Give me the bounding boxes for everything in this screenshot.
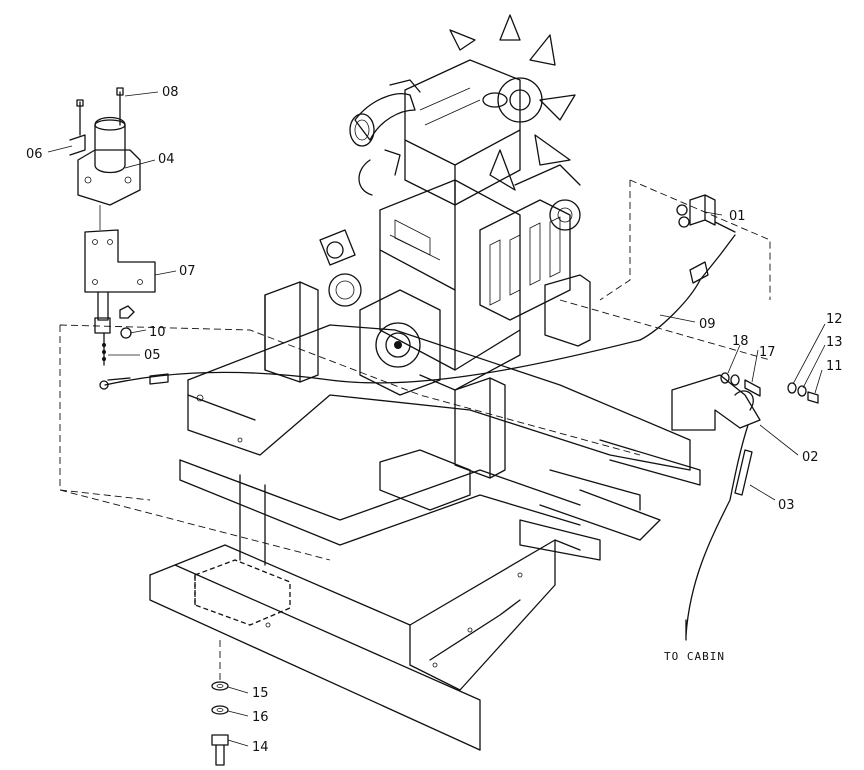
to-cabin-note: TO CABIN [664, 650, 725, 663]
part-label-08: 08 [162, 85, 179, 100]
chassis-frame [59, 179, 771, 751]
part-label-10: 10 [149, 325, 166, 340]
part-labels: 01 02 03 04 05 06 07 08 09 10 11 12 13 1… [26, 85, 843, 755]
part-label-17: 17 [759, 345, 776, 360]
mount-bolt-stack [211, 640, 229, 766]
part-label-14: 14 [252, 740, 269, 755]
throttle-cables [99, 234, 753, 641]
part-label-06: 06 [26, 147, 43, 162]
leader-lines [47, 91, 826, 747]
cooling-fan [449, 14, 576, 191]
part-label-07: 07 [179, 264, 196, 279]
right-bracket-assembly [671, 194, 819, 431]
part-label-18: 18 [732, 334, 749, 349]
engine-assembly [319, 14, 581, 396]
part-label-02: 02 [802, 450, 819, 465]
part-label-11: 11 [826, 359, 843, 374]
part-label-16: 16 [252, 710, 269, 725]
throttle-bracket-assembly [69, 87, 156, 366]
part-label-01: 01 [729, 209, 746, 224]
part-label-13: 13 [826, 335, 843, 350]
part-label-12: 12 [826, 312, 843, 327]
part-label-09: 09 [699, 317, 716, 332]
part-label-15: 15 [252, 686, 269, 701]
part-label-05: 05 [144, 348, 161, 363]
part-label-04: 04 [158, 152, 175, 167]
part-label-03: 03 [778, 498, 795, 513]
